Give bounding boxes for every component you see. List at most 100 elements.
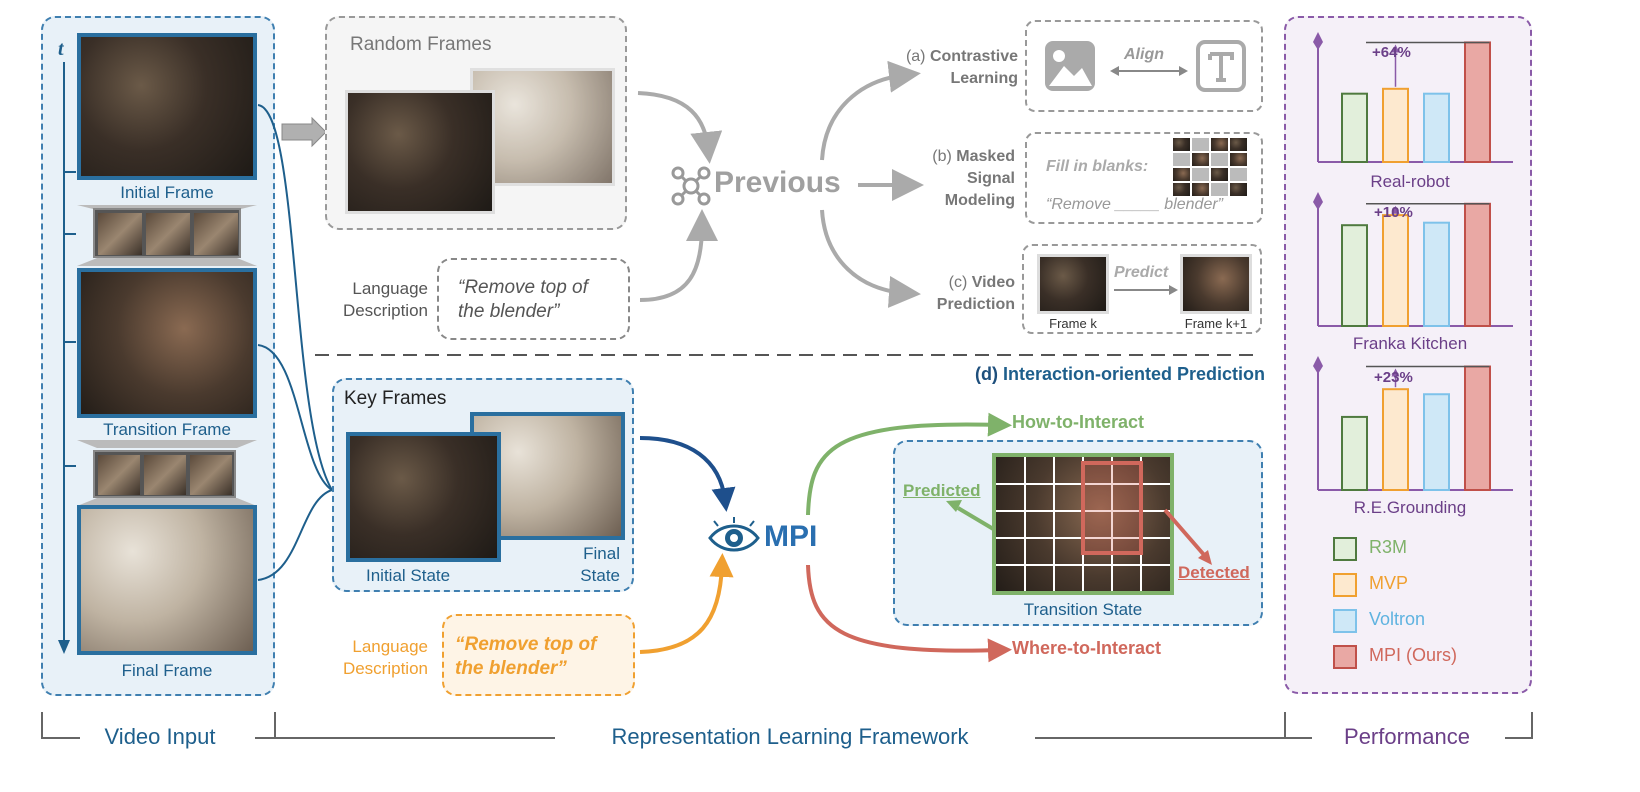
prev-language-quote: “Remove top of the blender” (458, 277, 588, 322)
a-title: Contrastive Learning (929, 48, 1018, 87)
frame-k1-image (1180, 254, 1252, 314)
c-title-block: (c) Video Prediction (870, 272, 1015, 316)
patch-grid-overlay (996, 457, 1170, 591)
network-icon (671, 166, 711, 206)
time-axis (58, 62, 76, 654)
axis-diamond-franka-kitchen (1313, 192, 1323, 210)
delta-real-robot: +64% (1372, 44, 1411, 61)
mpi-language-label: Language Description (342, 637, 428, 678)
predict-arrow (1114, 285, 1178, 295)
bar-real-robot-voltron (1423, 92, 1450, 163)
remove-blank-label: “Remove _____ blender” (1046, 196, 1223, 213)
previous-hub-label: Previous (714, 166, 841, 199)
gain-arrowhead-franka-kitchen (1391, 205, 1400, 214)
initial-state-image (346, 432, 501, 562)
a-title-block: (a) Contrastive Learning (870, 46, 1018, 90)
initial-frame-label: Initial Frame (120, 183, 214, 202)
transition-state-image (992, 453, 1174, 595)
legend-label-mpi: MPI (Ours) (1369, 645, 1457, 665)
final-state-label: Final State (580, 544, 620, 585)
frame-k-label: Frame k (1049, 316, 1097, 331)
align-label: Align (1124, 46, 1164, 63)
legend-swatch-r3m (1333, 537, 1357, 561)
a-tag: (a) (905, 48, 926, 65)
key-frames-title: Key Frames (344, 388, 447, 409)
delta-franka-kitchen: +10% (1374, 204, 1413, 221)
d-tag: (d) (974, 364, 998, 384)
transition-frame-image (77, 268, 257, 418)
c-title: Video Prediction (936, 274, 1015, 313)
masked-patch-grid (1173, 138, 1249, 196)
b-tag: (b) (932, 148, 952, 165)
random-frames-title: Random Frames (350, 34, 492, 55)
predict-label: Predict (1114, 264, 1169, 281)
bar-real-robot-r3m (1341, 92, 1368, 163)
gain-arrowhead-real-robot (1391, 44, 1400, 53)
image-icon (1045, 41, 1095, 91)
chart-title-real-robot: Real-robot (1370, 172, 1450, 191)
bar-real-robot-mpi-ours- (1464, 41, 1491, 163)
b-title-block: (b) Masked Signal Modeling (870, 146, 1015, 212)
transition-state-label: Transition State (1023, 600, 1143, 619)
frame-k1-label: Frame k+1 (1184, 316, 1248, 331)
bar-franka-kitchen-mpi-ours- (1464, 202, 1491, 327)
mpi-language-quote: “Remove top of the blender” (455, 634, 597, 679)
d-title-block: (d) Interaction-oriented Prediction (880, 364, 1265, 385)
footer-framework: Representation Learning Framework (611, 724, 969, 749)
bar-franka-kitchen-r3m (1341, 224, 1368, 327)
initial-frame-image (77, 33, 257, 180)
mpi-language-box (442, 614, 635, 696)
footer-video-input: Video Input (104, 724, 216, 749)
intermediate-frames-strip-1 (93, 208, 241, 258)
where-to-interact-label: Where-to-Interact (1012, 638, 1162, 658)
axis-diamond-re-grounding (1313, 356, 1323, 374)
footer-performance: Performance (1344, 724, 1470, 749)
delta-re-grounding: +23% (1374, 369, 1413, 386)
final-frame-image (77, 505, 257, 655)
b-title: Masked Signal Modeling (944, 148, 1015, 209)
bar-re-grounding-mpi-ours- (1464, 365, 1491, 491)
legend: R3M MVP Voltron MPI (Ours) (1333, 535, 1513, 675)
d-title: Interaction-oriented Prediction (1002, 364, 1265, 384)
mpi-hub-label: MPI (764, 520, 818, 553)
initial-state-label: Initial State (366, 566, 451, 585)
chart-title-franka-kitchen: Franka Kitchen (1352, 334, 1468, 353)
chart-title-re-grounding: R.E.Grounding (1353, 498, 1467, 517)
gain-arrowhead-re-grounding (1391, 368, 1400, 377)
frame-strip-connector-2 (77, 440, 257, 506)
transition-frame-label: Transition Frame (103, 420, 231, 439)
legend-label-mvp: MVP (1369, 573, 1409, 593)
bar-franka-kitchen-voltron (1423, 221, 1450, 327)
axis-diamond-real-robot (1313, 32, 1323, 50)
intermediate-frames-strip-2 (93, 450, 236, 498)
bar-real-robot-mvp (1382, 87, 1409, 163)
legend-label-voltron: Voltron (1369, 609, 1426, 629)
eye-icon (708, 517, 760, 552)
frame-k-image (1037, 254, 1109, 314)
legend-label-r3m: R3M (1369, 537, 1408, 557)
random-frame-front (345, 90, 495, 214)
fill-in-blanks-label: Fill in blanks: (1046, 158, 1149, 175)
align-arrow (1110, 66, 1188, 76)
legend-swatch-mpi (1333, 645, 1357, 669)
legend-swatch-voltron (1333, 609, 1357, 633)
text-icon (1196, 40, 1246, 92)
legend-swatch-mvp (1333, 573, 1357, 597)
predicted-label: Predicted (903, 481, 981, 500)
final-frame-label: Final Frame (121, 661, 213, 680)
detected-label: Detected (1178, 563, 1250, 582)
bar-re-grounding-mvp (1382, 388, 1409, 492)
bar-re-grounding-r3m (1341, 415, 1368, 492)
prev-language-label: Language Description (342, 279, 428, 320)
time-axis-label: t (58, 38, 64, 60)
how-to-interact-label: How-to-Interact (1012, 412, 1144, 432)
c-tag: (c) (948, 274, 968, 291)
prev-language-box (437, 258, 630, 340)
bar-franka-kitchen-mvp (1382, 214, 1409, 327)
bar-re-grounding-voltron (1423, 393, 1450, 491)
